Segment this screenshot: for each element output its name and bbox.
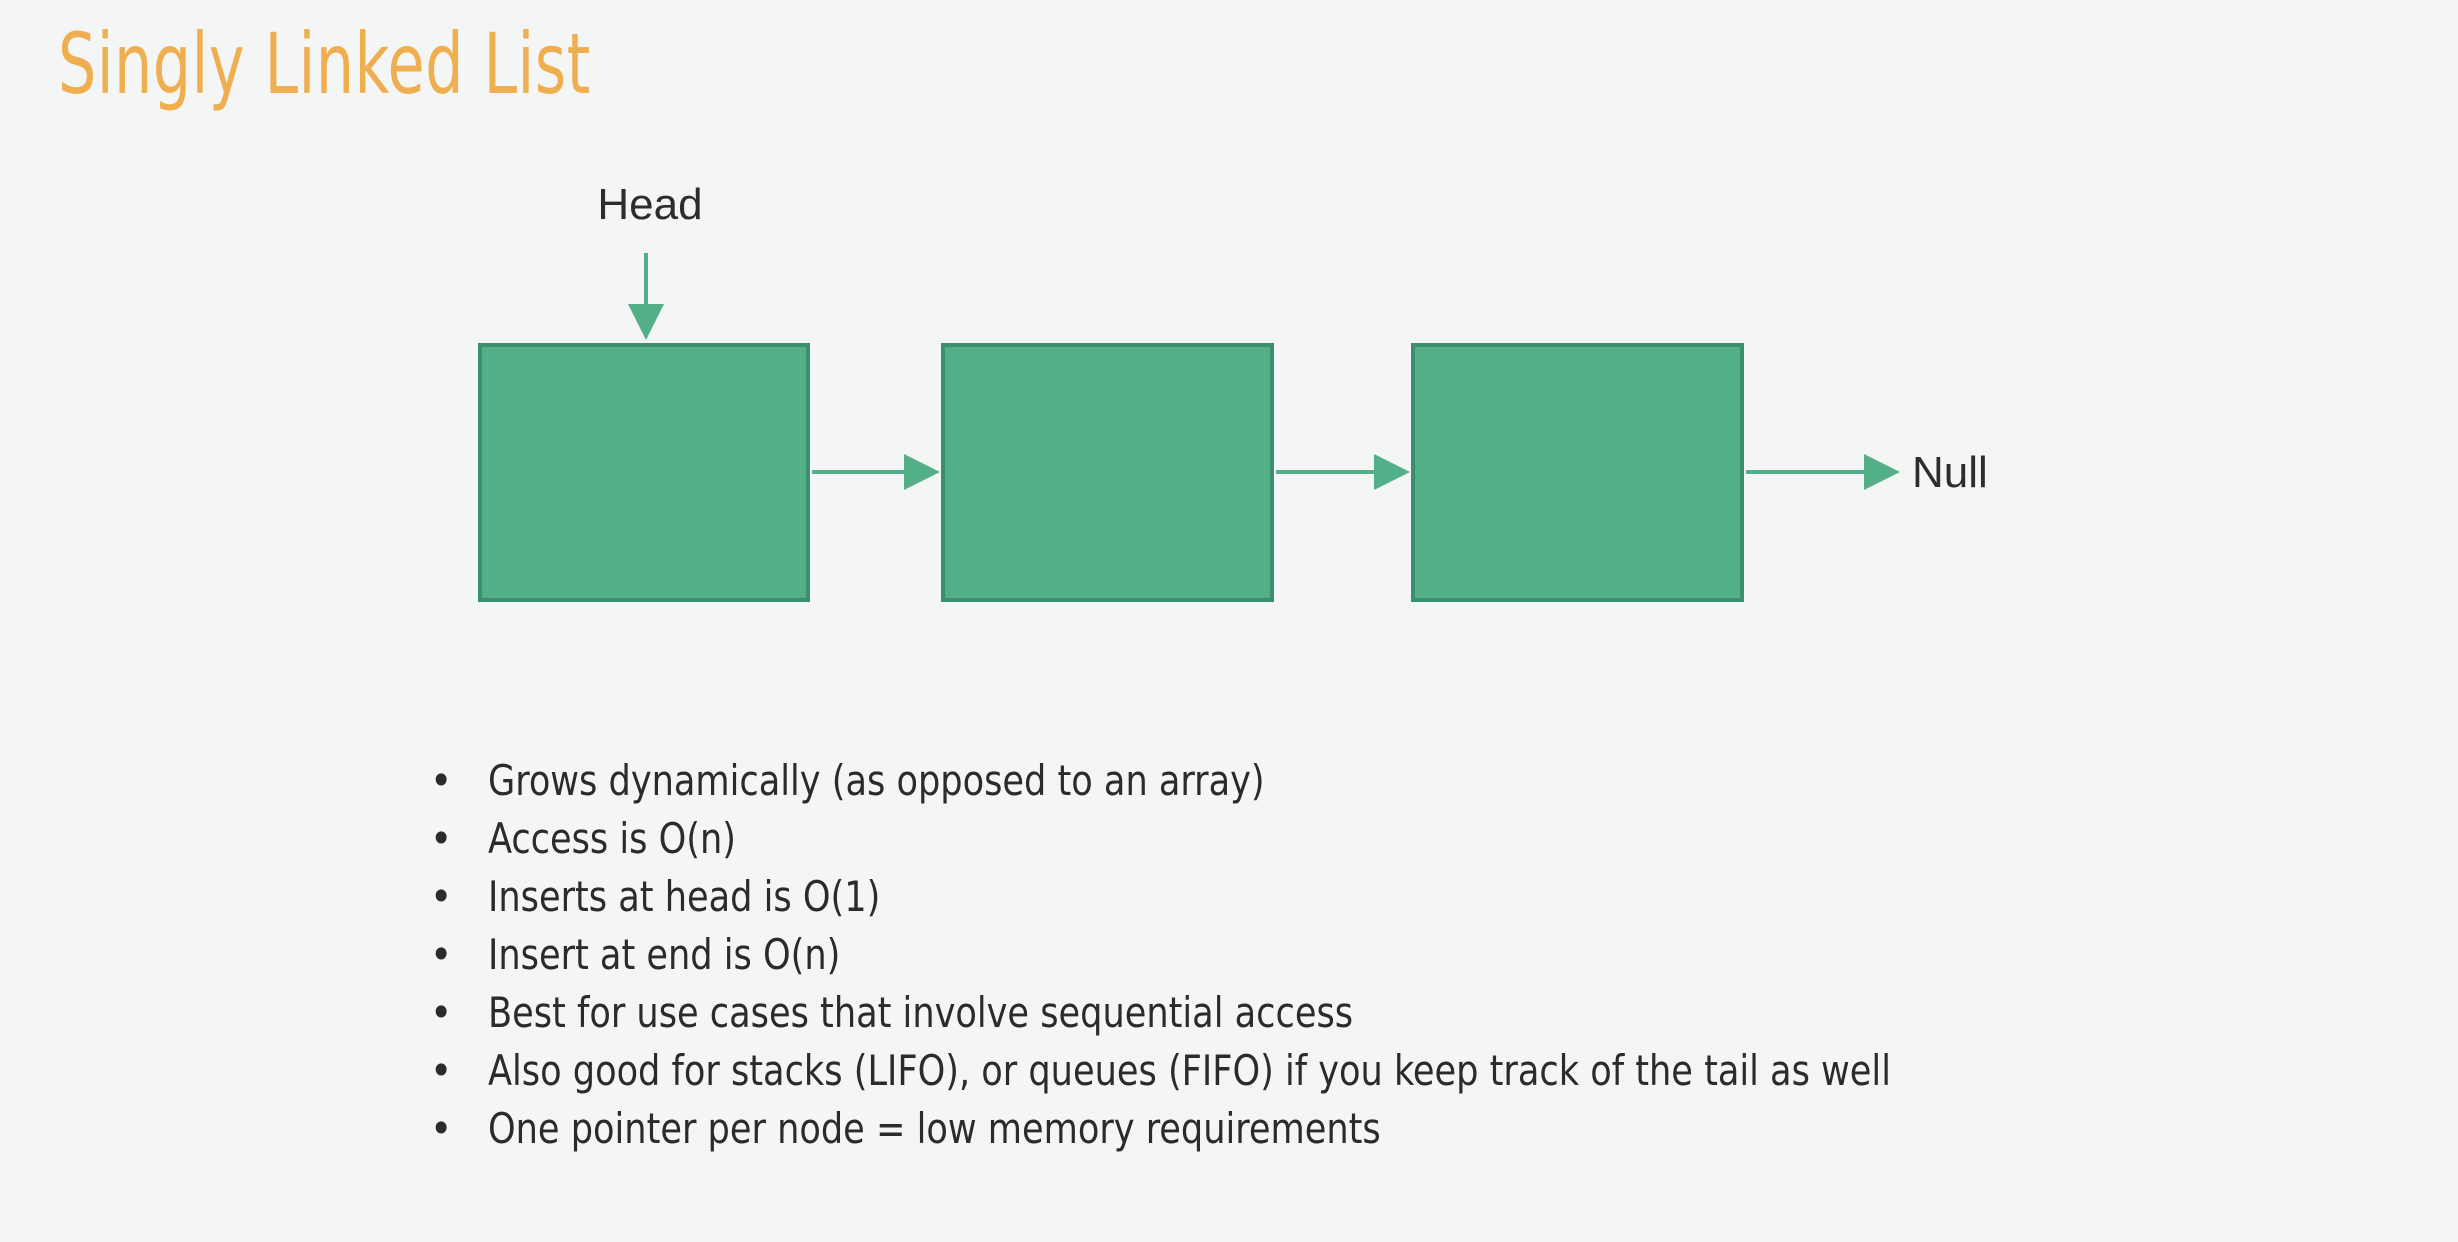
bullet-text: Also good for stacks (LIFO), or queues (… [488, 1046, 1891, 1095]
list-item: • Insert at end is O(n) [424, 926, 2124, 984]
bullet-marker-icon: • [430, 930, 453, 979]
bullet-list: • Grows dynamically (as opposed to an ar… [424, 752, 2124, 1158]
bullet-marker-icon: • [430, 872, 453, 921]
list-item: • Best for use cases that involve sequen… [424, 984, 2124, 1042]
bullet-marker-icon: • [430, 988, 453, 1037]
bullet-marker-icon: • [430, 1104, 453, 1153]
list-node-1 [478, 343, 810, 602]
bullet-marker-icon: • [430, 756, 453, 805]
list-node-2 [941, 343, 1274, 602]
linked-list-diagram: Head Null [478, 180, 1988, 602]
bullet-marker-icon: • [430, 814, 453, 863]
bullet-text: Inserts at head is O(1) [488, 872, 881, 921]
bullet-marker-icon: • [430, 1046, 453, 1095]
list-item: • Inserts at head is O(1) [424, 868, 2124, 926]
list-item: • One pointer per node = low memory requ… [424, 1100, 2124, 1158]
list-node-3 [1411, 343, 1744, 602]
linked-list-svg [478, 253, 1900, 602]
null-label: Null [1912, 448, 1988, 497]
page-title: Singly Linked List [58, 15, 591, 113]
list-item: • Also good for stacks (LIFO), or queues… [424, 1042, 2124, 1100]
bullet-text: One pointer per node = low memory requir… [488, 1104, 1381, 1153]
head-label: Head [597, 180, 703, 229]
bullet-text: Insert at end is O(n) [488, 930, 841, 979]
list-item: • Access is O(n) [424, 810, 2124, 868]
list-item: • Grows dynamically (as opposed to an ar… [424, 752, 2124, 810]
bullet-text: Grows dynamically (as opposed to an arra… [488, 756, 1265, 805]
bullet-text: Access is O(n) [488, 814, 736, 863]
bullet-text: Best for use cases that involve sequenti… [488, 988, 1354, 1037]
